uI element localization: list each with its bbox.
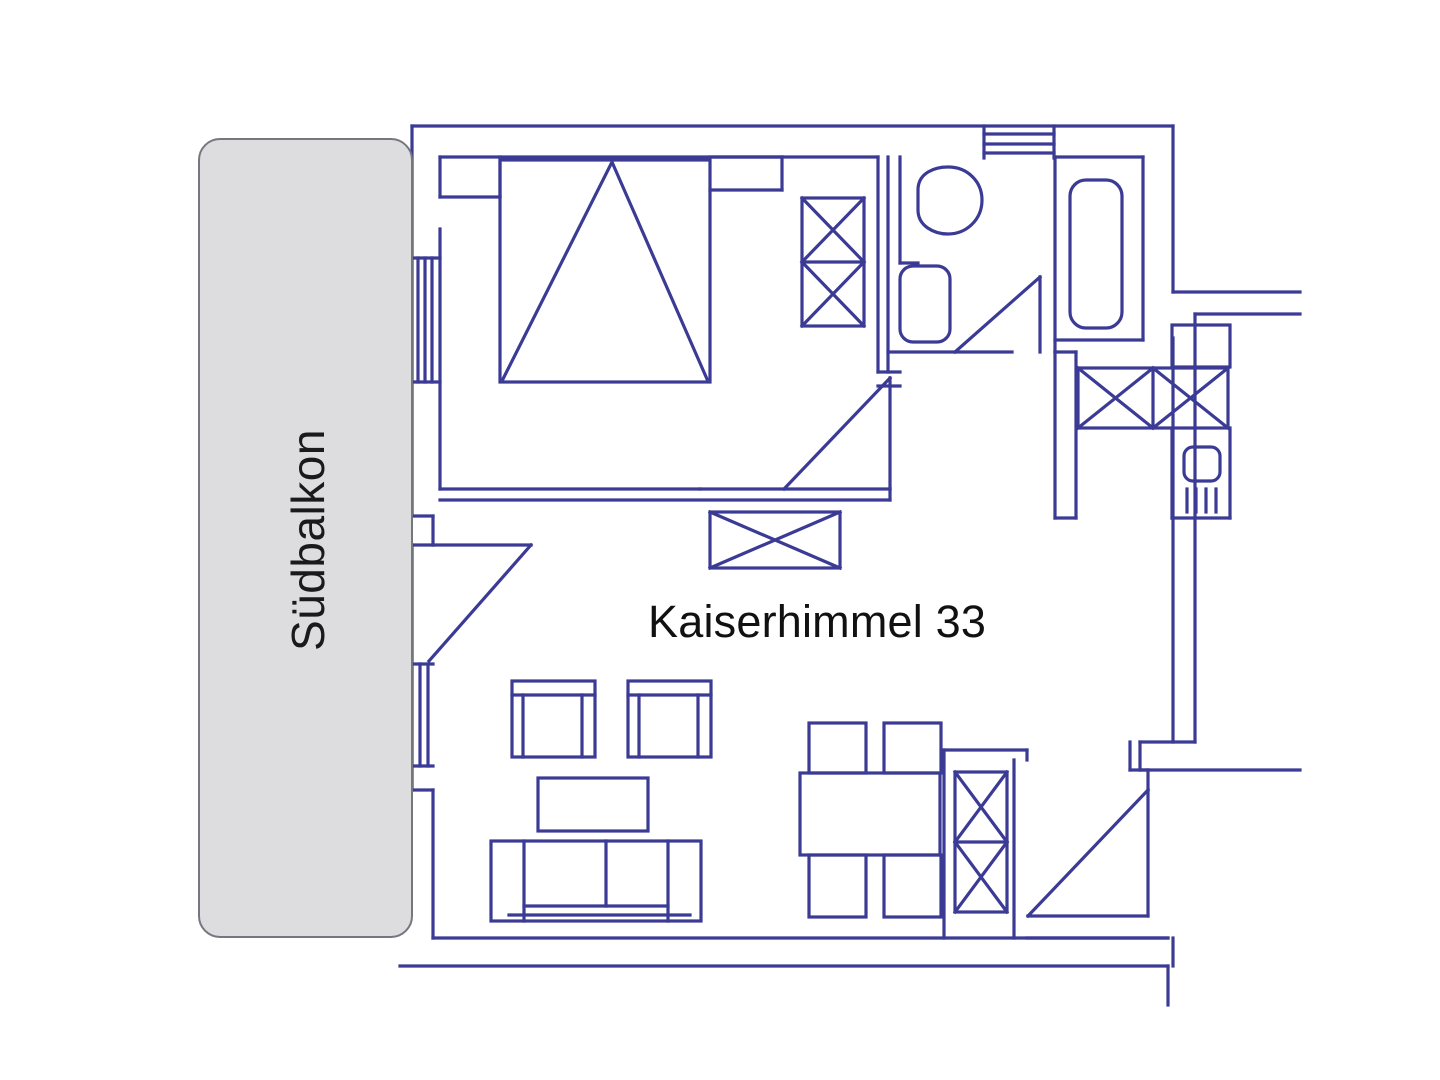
fixture-bed — [498, 158, 712, 384]
fixture-dining-chairs — [807, 721, 943, 919]
fixture-armchair-left — [510, 679, 597, 759]
fixture-coffee-table — [536, 776, 650, 833]
fixture-wardrobe-hall-upper — [707, 509, 843, 571]
dining-chair-1 — [807, 721, 868, 775]
room-bathroom — [876, 155, 1145, 520]
fixture-wardrobe-dining — [942, 748, 1029, 940]
room-bedroom — [438, 155, 893, 502]
balcony-callout: Südbalkon — [198, 138, 413, 938]
fixture-washbasin — [898, 264, 952, 344]
fixture-dining-table — [798, 771, 942, 857]
dining-chair-2 — [882, 721, 943, 775]
fixture-wardrobe-bedroom — [799, 195, 867, 329]
fixture-toilet — [916, 165, 984, 236]
dining-chair-4 — [882, 853, 943, 919]
room-living-dining — [426, 542, 534, 664]
outer-walls — [398, 124, 1302, 1007]
balcony-label: Südbalkon — [281, 429, 334, 651]
fixture-kitchen-sink — [1182, 445, 1222, 514]
fixture-bathtub — [1068, 178, 1124, 330]
room-kitchen — [1075, 323, 1232, 520]
opening-balcony-door-lower — [410, 662, 435, 768]
page-title: Kaiserhimmel 33 — [648, 596, 987, 647]
fixture-sofa — [489, 839, 703, 923]
opening-window-top — [982, 124, 1056, 160]
opening-balcony-door-upper — [410, 256, 442, 384]
fixture-armchair-right — [626, 679, 713, 759]
room-entrance-hall — [1025, 740, 1170, 940]
dining-chair-3 — [807, 853, 868, 919]
